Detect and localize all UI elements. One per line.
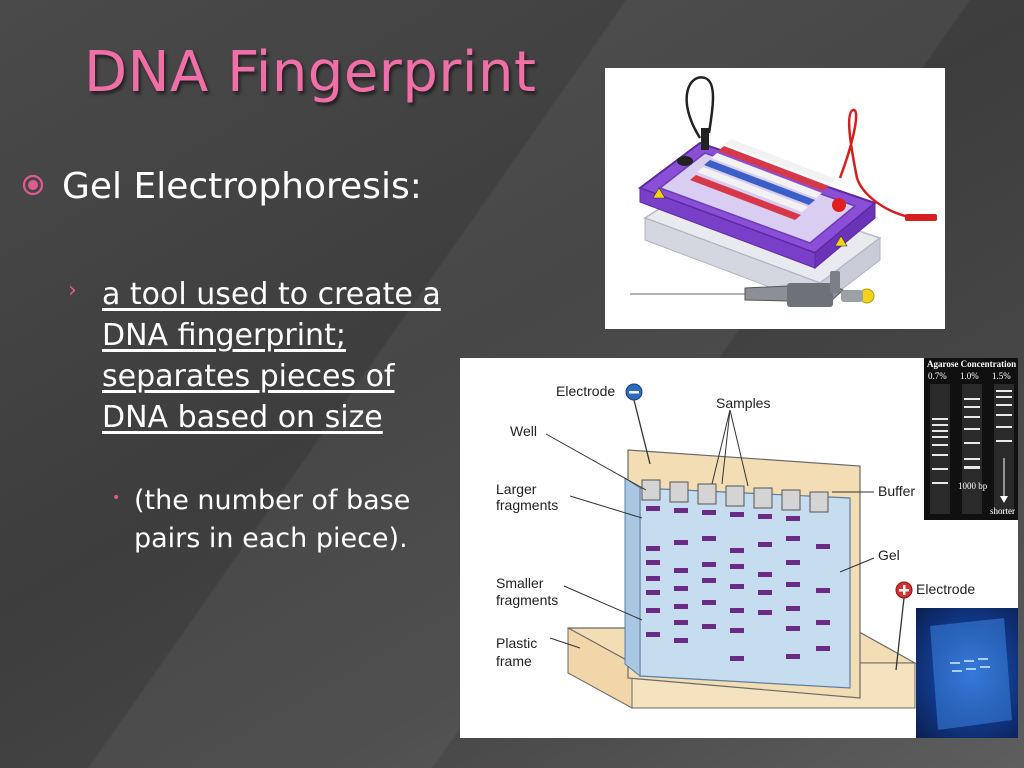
agarose-gel-image: Agarose Concentration 0.7% 1.0% 1.5% 100…: [927, 359, 1016, 516]
label-well: Well: [510, 423, 537, 439]
label-samples: Samples: [716, 395, 770, 411]
bullet-level-1: Gel Electrophoresis:: [22, 164, 442, 210]
agarose-inset: Agarose Concentration 0.7% 1.0% 1.5% 100…: [924, 358, 1018, 520]
label-larger-1: Larger: [496, 481, 537, 497]
uv-gel-photo: [916, 608, 1018, 738]
label-plastic-2: frame: [496, 653, 532, 669]
agarose-arrow-label: shorter: [990, 506, 1015, 516]
dot-bullet-icon: •: [112, 490, 121, 506]
label-plastic-1: Plastic: [496, 635, 537, 651]
label-electrode-negative: Electrode: [556, 383, 615, 399]
gel-diagram-illustration: Electrode Samples Well Larger fragments …: [496, 383, 975, 709]
agarose-title: Agarose Concentration: [927, 359, 1016, 369]
bullet-level-2-text: a tool used to create a DNA fingerprint;…: [102, 277, 441, 435]
agarose-lane-2: 1.0%: [960, 371, 979, 381]
label-larger-2: fragments: [496, 497, 558, 513]
agarose-lane-3: 1.5%: [992, 371, 1011, 381]
slide-title: DNA Fingerprint: [84, 40, 537, 105]
label-smaller-1: Smaller: [496, 575, 544, 591]
apparatus-photo: [605, 68, 945, 329]
bullet-level-3: • (the number of base pairs in each piec…: [112, 482, 432, 558]
bullet-level-1-text: Gel Electrophoresis:: [62, 166, 422, 207]
label-smaller-2: fragments: [496, 592, 558, 608]
agarose-lane-1: 0.7%: [928, 371, 947, 381]
chevron-right-icon: ›: [68, 278, 77, 303]
uv-gel-image: [930, 618, 1012, 730]
target-bullet-icon: [22, 174, 44, 196]
label-buffer: Buffer: [878, 483, 915, 499]
label-gel: Gel: [878, 547, 900, 563]
bullet-level-2: › a tool used to create a DNA fingerprin…: [68, 274, 448, 438]
agarose-marker: 1000 bp: [958, 481, 988, 491]
apparatus-illustration: [630, 76, 937, 308]
label-electrode-positive: Electrode: [916, 581, 975, 597]
bullet-level-3-text: (the number of base pairs in each piece)…: [134, 485, 411, 554]
